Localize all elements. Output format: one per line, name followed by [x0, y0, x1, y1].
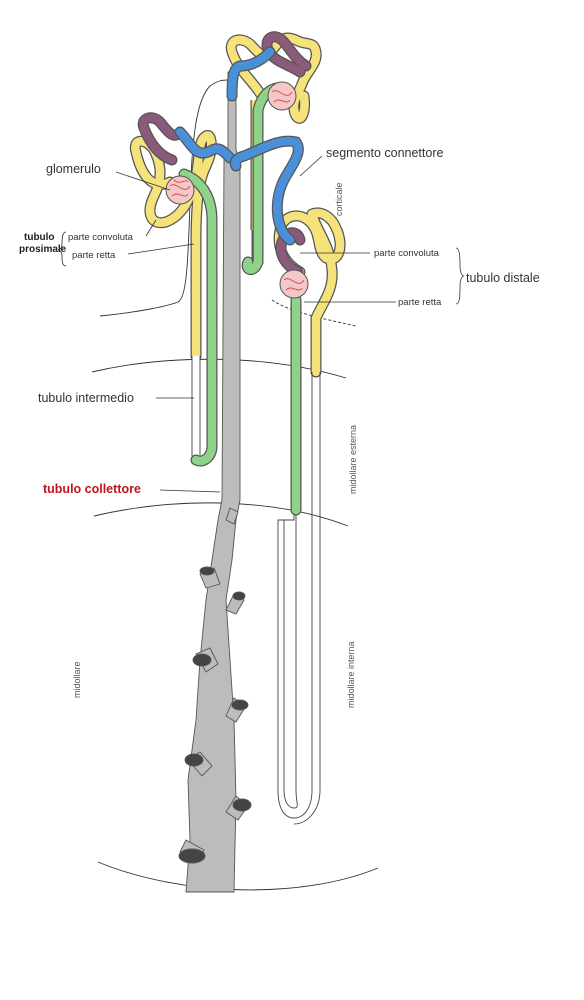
distale-brace — [455, 247, 465, 305]
label-tubulo-prosimale-2: prosimale — [19, 244, 67, 255]
right-nephron — [229, 135, 346, 825]
duct-branch-top — [225, 507, 239, 525]
left-nephron — [129, 112, 236, 467]
leader-collettore — [159, 489, 221, 493]
label-tubulo-collettore: tubulo collettore — [43, 482, 141, 496]
top-glomerulus — [267, 81, 297, 111]
duct-opening-7 — [178, 848, 206, 864]
label-tubulo-distale: tubulo distale — [466, 271, 540, 285]
label-dist-parte-convoluta: parte convoluta — [374, 248, 440, 259]
cortex-boundary-right — [271, 299, 357, 327]
duct-opening-1 — [199, 566, 215, 576]
prosimale-brace — [57, 231, 67, 267]
leader-lines — [57, 155, 465, 493]
collecting-duct — [178, 71, 252, 893]
medulla-bottom-arc — [97, 861, 379, 891]
right-glomerulus — [279, 269, 309, 299]
leader-prox-retta — [127, 243, 195, 255]
left-intermediate-tubule — [191, 356, 201, 461]
outer-medulla-top — [91, 358, 347, 379]
label-segmento-connettore: segmento connettore — [326, 146, 443, 160]
zone-labels: corticale midollare esterna midollare in… — [72, 182, 358, 708]
left-glomerulus — [165, 175, 195, 205]
top-nephron — [225, 31, 322, 275]
label-dist-parte-retta: parte retta — [398, 297, 442, 308]
leader-glomerulo — [115, 171, 171, 191]
label-glomerulo: glomerulo — [46, 162, 101, 176]
zone-midollare: midollare — [72, 661, 82, 698]
label-prox-parte-convoluta: parte convoluta — [68, 232, 134, 243]
zone-midollare-esterna: midollare esterna — [348, 425, 358, 494]
inner-medulla-top — [93, 502, 349, 527]
zone-corticale: corticale — [334, 182, 344, 216]
label-prox-parte-retta: parte retta — [72, 250, 116, 261]
duct-opening-5 — [184, 753, 204, 767]
collecting-duct-trunk — [185, 71, 241, 893]
label-tubulo-intermedio: tubulo intermedio — [38, 391, 134, 405]
duct-opening-6 — [232, 798, 252, 812]
duct-opening-4 — [231, 699, 249, 711]
label-tubulo-prosimale-1: tubulo — [24, 232, 55, 243]
text-labels: glomerulo segmento connettore tubulo pro… — [19, 146, 540, 496]
duct-opening-2 — [232, 591, 246, 601]
leader-prox-convoluta — [145, 219, 157, 237]
zone-midollare-interna: midollare interna — [346, 641, 356, 708]
duct-opening-3 — [192, 653, 212, 667]
leader-segmento-connettore — [299, 155, 323, 177]
